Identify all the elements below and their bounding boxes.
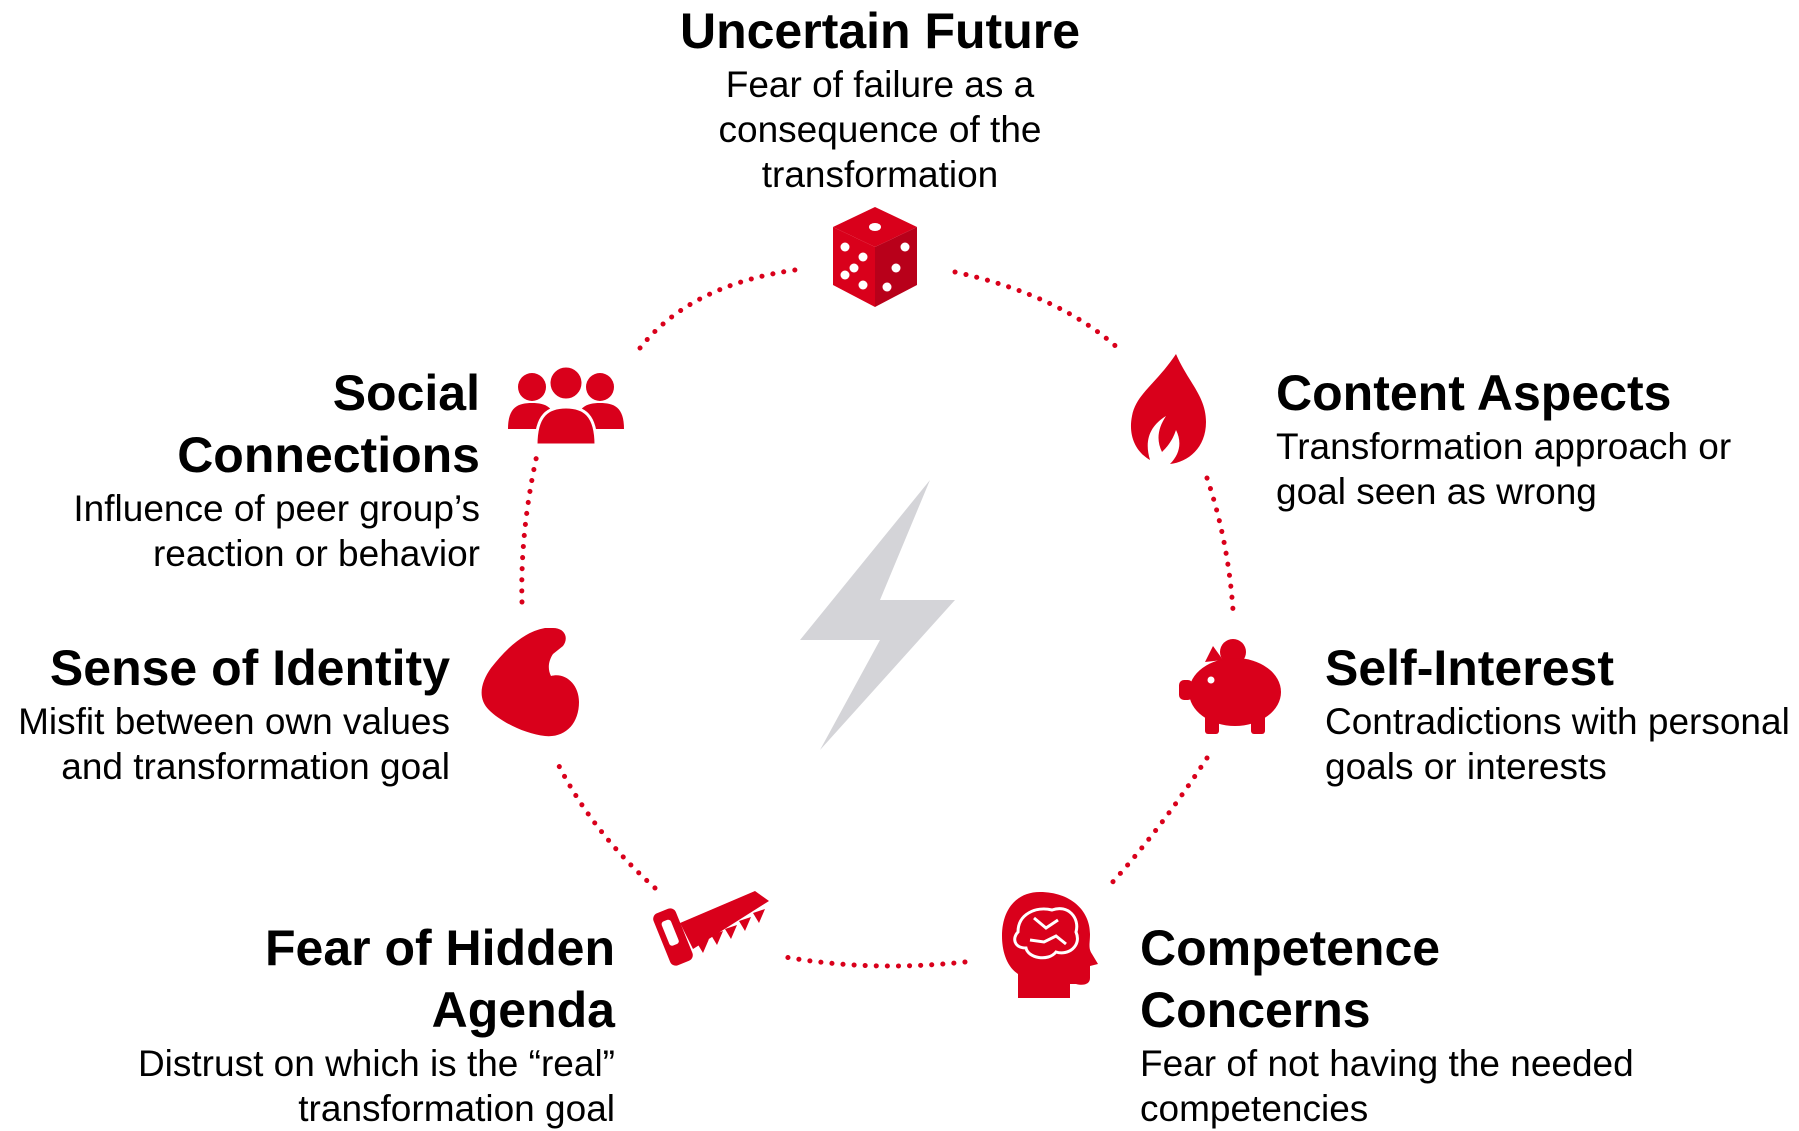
node-description: Misfit between own values and transforma… — [18, 701, 450, 787]
node-description: Fear of not having the needed competenci… — [1140, 1043, 1634, 1129]
node-description: Distrust on which is the “real” transfor… — [137, 1043, 615, 1129]
node-description: Contradictions with personal goals or in… — [1325, 701, 1790, 787]
node-sense-of-identity: Sense of Identity Misfit between own val… — [0, 637, 450, 789]
node-title: Social Connections — [177, 365, 480, 483]
node-description: Fear of failure as a consequence of the … — [718, 64, 1042, 195]
node-social-connections: Social Connections Influence of peer gro… — [40, 362, 480, 576]
node-fear-of-hidden-agenda: Fear of Hidden Agenda Distrust on which … — [60, 917, 615, 1131]
dice-icon — [833, 207, 917, 307]
connector-future-content — [952, 269, 1123, 353]
node-title: Competence Concerns — [1140, 920, 1441, 1038]
connector-hidden-identity — [552, 755, 658, 891]
node-self-interest: Self-Interest Contradictions with person… — [1325, 637, 1799, 789]
node-title: Uncertain Future — [679, 3, 1081, 59]
connector-social-future — [637, 267, 798, 351]
flame-icon — [1130, 354, 1206, 464]
connector-self-competence — [1107, 755, 1210, 888]
people-group-icon — [508, 364, 624, 447]
node-title: Self-Interest — [1325, 640, 1614, 696]
node-description: Influence of peer group’s reaction or be… — [73, 488, 480, 574]
flexed-arm-icon — [481, 628, 579, 737]
brain-head-icon — [1002, 892, 1098, 998]
node-competence-concerns: Competence Concerns Fear of not having t… — [1140, 917, 1780, 1131]
node-title: Content Aspects — [1276, 365, 1672, 421]
lightning-bolt-icon — [800, 480, 955, 750]
connector-identity-social — [519, 447, 541, 605]
node-title: Sense of Identity — [49, 640, 450, 696]
node-uncertain-future: Uncertain Future Fear of failure as a co… — [540, 0, 1220, 197]
connector-content-self — [1204, 475, 1236, 613]
node-title: Fear of Hidden Agenda — [264, 920, 615, 1038]
cycle-connectors — [519, 267, 1236, 969]
node-description: Transformation approach or goal seen as … — [1276, 426, 1732, 512]
node-content-aspects: Content Aspects Transformation approach … — [1276, 362, 1796, 514]
saw-icon — [653, 891, 769, 966]
piggy-bank-icon — [1179, 639, 1281, 734]
connector-competence-hidden — [782, 954, 968, 969]
